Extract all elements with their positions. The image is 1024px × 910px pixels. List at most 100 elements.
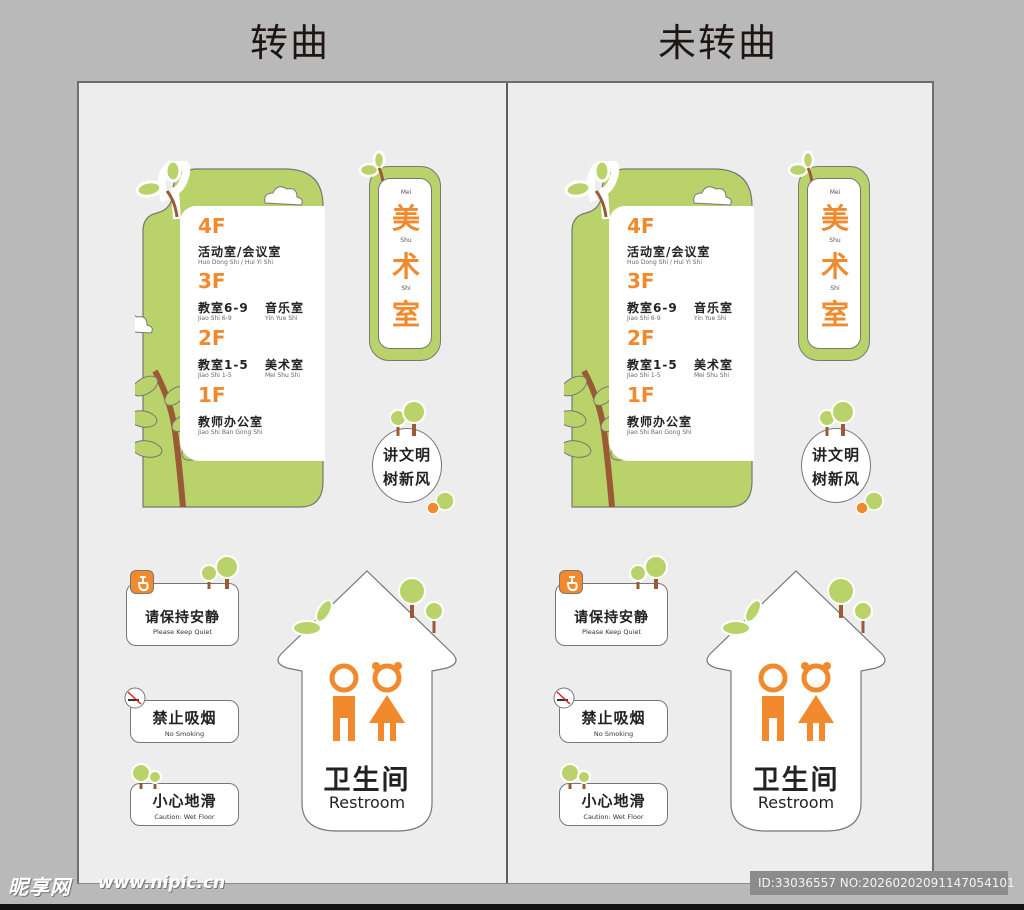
room-pinyin: Yin Yue Shi: [265, 315, 298, 322]
char-label: 室: [391, 298, 420, 331]
floor-label: 2F: [198, 326, 226, 350]
art-room-sign: Mei 美 Shu 术 Shi 室: [358, 150, 441, 361]
art-room-panel: Mei 美 Shu 术 Shi 室: [378, 178, 432, 349]
keep-quiet-en: Please Keep Quiet: [582, 628, 641, 636]
trees-icon: [629, 555, 668, 589]
wet-floor-sign: 小心地滑 Caution: Wet Floor: [559, 783, 668, 826]
char-label: 美: [820, 202, 849, 235]
restroom-cn: 卫生间: [752, 765, 840, 796]
pinyin-label: Shu: [829, 237, 841, 244]
room-pinyin: Jiao Shi 6-9: [627, 315, 661, 322]
heading-not-outlined: 未转曲: [658, 21, 779, 65]
artboard: 4F 活动室/会议室 Huo Dong Shi / Hui Yi Shi 3F …: [77, 81, 934, 884]
slogan-sign: 讲文明 树新风: [801, 400, 884, 515]
room-pinyin: Jiao Shi 1-5: [627, 372, 661, 379]
trees-icon: [200, 555, 239, 589]
wet-floor-sign: 小心地滑 Caution: Wet Floor: [130, 783, 239, 826]
floor-label: 1F: [627, 383, 655, 407]
slogan-circle: [372, 428, 442, 503]
slogan-line2: 树新风: [811, 470, 860, 488]
dots-icon: [427, 491, 455, 515]
room-pinyin: Jiao Shi Ban Gong Shi: [198, 429, 263, 436]
no-smoking-sign: 禁止吸烟 No Smoking: [559, 700, 668, 743]
keep-quiet-cn: 请保持安静: [574, 610, 649, 626]
no-smoking-cn: 禁止吸烟: [152, 709, 217, 727]
restroom-cn: 卫生间: [323, 765, 411, 796]
slogan-line2: 树新风: [382, 470, 431, 488]
floor-label: 3F: [627, 269, 655, 293]
watermark-logo: 昵享网: [8, 875, 71, 899]
panel-left: 4F 活动室/会议室 Huo Dong Shi / Hui Yi Shi 3F …: [79, 83, 506, 883]
wet-floor-cn: 小心地滑: [152, 792, 217, 810]
no-smoking-icon: [553, 687, 575, 709]
no-smoking-en: No Smoking: [164, 730, 205, 738]
room-name: 音乐室: [265, 301, 305, 315]
panel-divider: [506, 83, 508, 883]
art-room-panel: Mei 美 Shu 术 Shi 室: [807, 178, 861, 349]
floor-label: 4F: [627, 214, 655, 238]
keep-quiet-sign: 请保持安静 Please Keep Quiet: [126, 583, 239, 646]
house-shape-icon: [706, 570, 886, 832]
watermark-id: ID:33036557 NO:20260202091147054101: [750, 871, 1015, 895]
room-name: 活动室/会议室: [627, 245, 711, 259]
pinyin-label: Shu: [400, 237, 412, 244]
no-smoking-en: No Smoking: [593, 730, 634, 738]
wet-floor-en: Caution: Wet Floor: [154, 813, 215, 821]
char-label: 术: [820, 250, 849, 283]
room-name: 教室6-9: [627, 301, 678, 315]
slogan-sign: 讲文明 树新风: [372, 400, 455, 515]
pinyin-label: Mei: [829, 189, 841, 196]
room-name: 美术室: [265, 358, 305, 372]
char-label: 美: [391, 202, 420, 235]
no-smoking-sign: 禁止吸烟 No Smoking: [130, 700, 239, 743]
restroom-sign: 卫生间 Restroom: [272, 563, 462, 833]
directory-panel: 4F 活动室/会议室 Huo Dong Shi / Hui Yi Shi 3F …: [609, 206, 754, 461]
keep-quiet-en: Please Keep Quiet: [153, 628, 212, 636]
bottom-bar: [0, 904, 1024, 910]
shush-icon: [130, 570, 154, 594]
room-pinyin: Huo Dong Shi / Hui Yi Shi: [627, 259, 703, 266]
restroom-sign: 卫生间 Restroom: [701, 563, 891, 833]
room-pinyin: Jiao Shi Ban Gong Shi: [627, 429, 692, 436]
char-label: 室: [820, 298, 849, 331]
sprout-icon: [787, 150, 815, 187]
room-pinyin: Mei Shu Shi: [265, 372, 301, 379]
pinyin-label: Shi: [401, 285, 411, 292]
room-name: 教师办公室: [627, 415, 693, 429]
room-pinyin: Jiao Shi 1-5: [198, 372, 232, 379]
room-name: 音乐室: [694, 301, 734, 315]
watermark-url: www.nipic.cn: [98, 873, 226, 893]
slogan-line1: 讲文明: [382, 446, 431, 464]
slogan-circle: [801, 428, 871, 503]
room-name: 教室6-9: [198, 301, 249, 315]
floor-label: 1F: [198, 383, 226, 407]
keep-quiet-cn: 请保持安静: [145, 610, 220, 626]
wet-floor-cn: 小心地滑: [581, 792, 646, 810]
room-name: 美术室: [694, 358, 734, 372]
room-pinyin: Mei Shu Shi: [694, 372, 730, 379]
room-pinyin: Jiao Shi 6-9: [198, 315, 232, 322]
slogan-line1: 讲文明: [811, 446, 860, 464]
room-name: 教室1-5: [627, 358, 678, 372]
panel-right: 4F 活动室/会议室 Huo Dong Shi / Hui Yi Shi 3F …: [508, 83, 935, 883]
house-shape-icon: [277, 570, 457, 832]
heading-outlined: 转曲: [250, 21, 331, 65]
restroom-en: Restroom: [757, 793, 835, 812]
room-name: 活动室/会议室: [198, 245, 282, 259]
dots-icon: [856, 491, 884, 515]
floor-directory-sign: 4F 活动室/会议室 Huo Dong Shi / Hui Yi Shi 3F …: [135, 161, 325, 509]
floor-directory-sign: 4F 活动室/会议室 Huo Dong Shi / Hui Yi Shi 3F …: [564, 161, 754, 509]
room-pinyin: Yin Yue Shi: [694, 315, 727, 322]
no-smoking-icon: [124, 687, 146, 709]
trees-icon: [819, 400, 855, 436]
trees-icon: [390, 400, 426, 436]
restroom-en: Restroom: [328, 793, 406, 812]
pinyin-label: Shi: [830, 285, 840, 292]
room-pinyin: Huo Dong Shi / Hui Yi Shi: [198, 259, 274, 266]
floor-label: 4F: [198, 214, 226, 238]
art-room-sign: Mei 美 Shu 术 Shi 室: [787, 150, 870, 361]
floor-label: 2F: [627, 326, 655, 350]
shush-icon: [559, 570, 583, 594]
room-name: 教室1-5: [198, 358, 249, 372]
keep-quiet-sign: 请保持安静 Please Keep Quiet: [555, 583, 668, 646]
